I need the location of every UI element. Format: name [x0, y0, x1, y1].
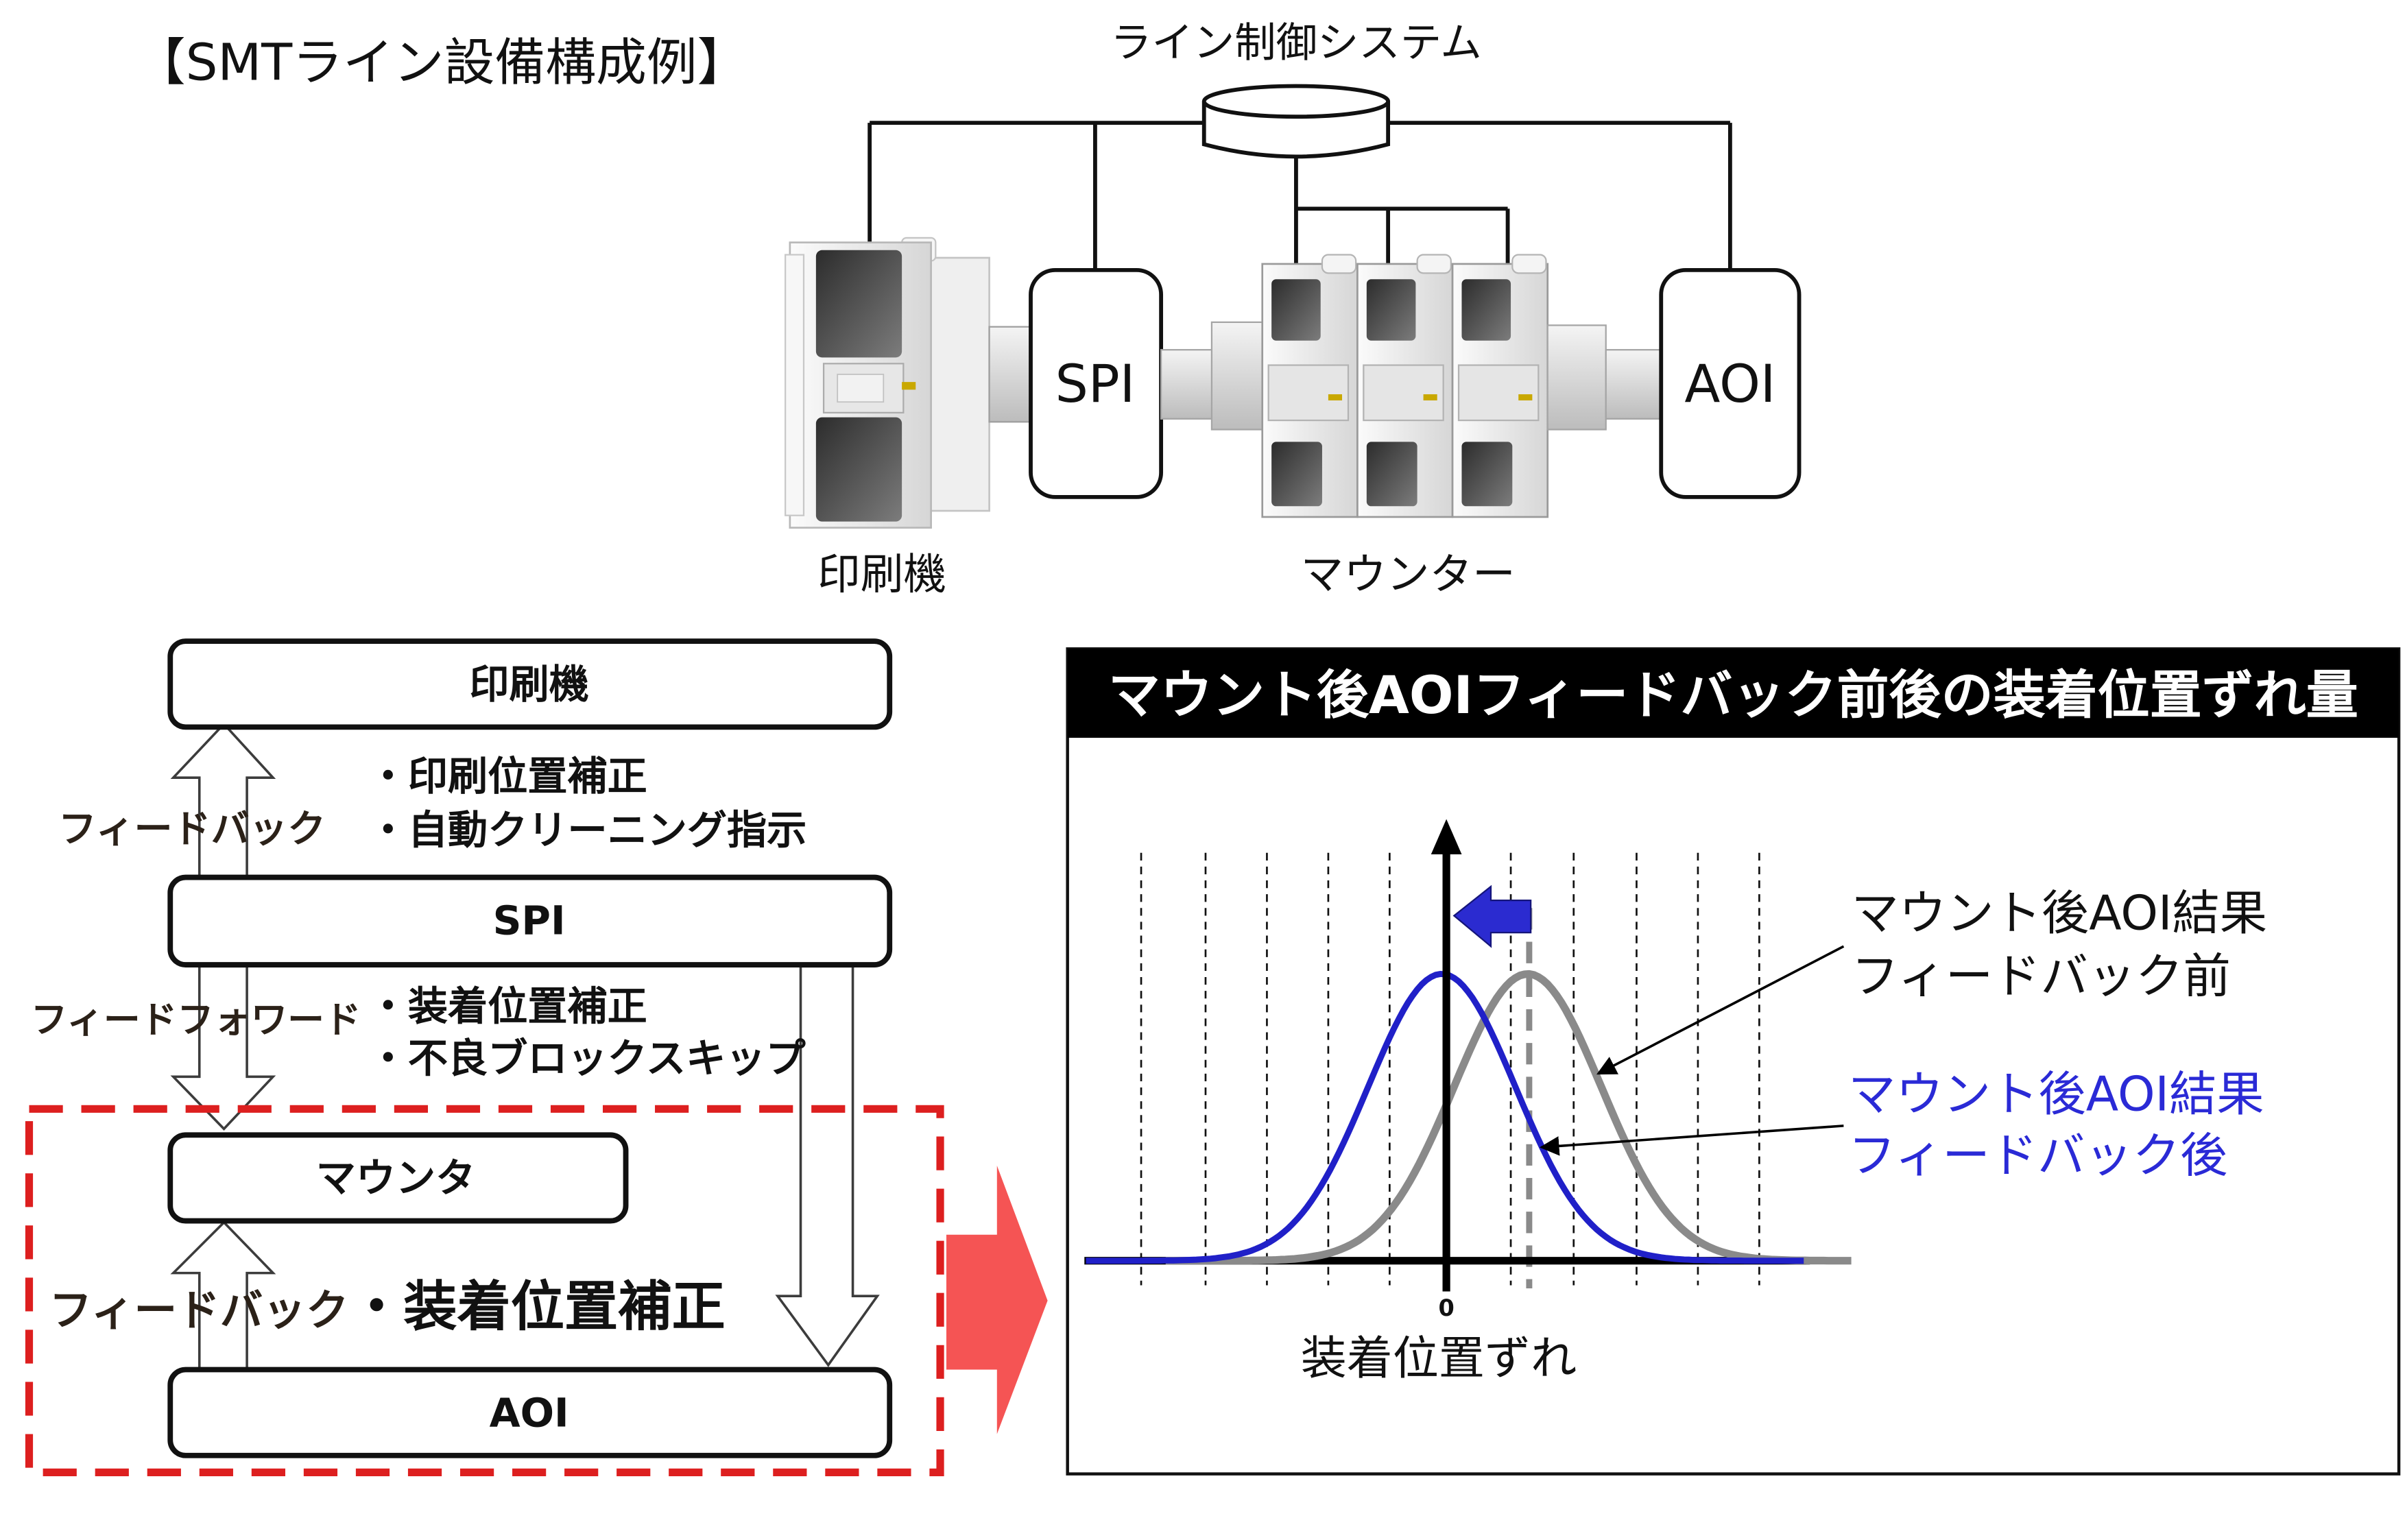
link-item-emphasized: ・装着位置補正 — [350, 1276, 726, 1338]
transition-arrow-icon — [946, 1166, 1048, 1434]
chart-panel-title: マウント後AOIフィードバック前後の装着位置ずれ量 — [1108, 664, 2358, 725]
y-axis-arrow-icon — [1431, 819, 1462, 855]
mounter-unit — [1356, 254, 1454, 518]
spi-machine-label: SPI — [1055, 353, 1136, 414]
after-pointer-line — [1539, 1124, 1844, 1156]
aoi-machine-box — [1659, 267, 1802, 499]
mounter-unit — [1261, 254, 1359, 518]
flow-box-printer-label: 印刷機 — [469, 661, 588, 708]
conveyor-mounter-aoi-low — [1605, 349, 1664, 420]
flow-box-aoi-label: AOI — [490, 1389, 569, 1436]
aoi-machine-label: AOI — [1684, 353, 1775, 414]
chart-panel-frame — [1066, 647, 2401, 1476]
flow-box-mounter-label: マウンタ — [316, 1155, 476, 1201]
x-tick-zero: 0 — [1438, 1295, 1454, 1321]
grid-lines — [1140, 852, 1760, 1286]
control-system-label: ライン制御システム — [1110, 19, 1482, 67]
link-label-feedback-printer: フィードバック — [58, 807, 326, 852]
figure-title: 【SMTライン設備構成例】 — [135, 34, 748, 93]
flow-box-spi — [167, 874, 893, 967]
link-item: ・装着位置補正 — [368, 983, 647, 1030]
before-pointer-line — [1596, 945, 1845, 1075]
arrow-left-icon — [1452, 885, 1532, 948]
printer-caption: 印刷機 — [817, 549, 946, 599]
flow-box-mounter — [167, 1132, 629, 1224]
link-label-feedforward: フィードフォワード — [31, 998, 361, 1041]
printer-machine-icon — [785, 237, 990, 529]
line-configuration: ライン制御システム SPI — [785, 19, 1802, 599]
x-axis-label: 装着位置ずれ — [1301, 1332, 1577, 1385]
mounter-caption: マウンター — [1301, 549, 1516, 599]
link-label-feedback-mounter: フィードバック — [49, 1286, 349, 1336]
process-flow: 印刷機 SPI マウンタ AOI フィードバック ・印刷位置補正 ・自動クリーニ… — [25, 638, 944, 1476]
link-item: ・印刷位置補正 — [368, 753, 647, 799]
before-label-line1: マウント後AOI結果 — [1852, 887, 2268, 941]
flow-box-printer — [167, 638, 893, 730]
conveyor-mounter-aoi-high — [1546, 324, 1607, 431]
database-icon — [1201, 84, 1391, 159]
after-label-line1: マウント後AOI結果 — [1848, 1068, 2264, 1122]
link-item: ・不良ブロックスキップ — [368, 1035, 806, 1082]
flow-box-aoi — [167, 1367, 893, 1458]
chart-panel-header — [1067, 649, 2400, 738]
before-feedback-curve — [1165, 970, 1852, 1265]
conveyor-spi-mounter-low — [1160, 349, 1216, 420]
after-label-line2: フィードバック後 — [1848, 1129, 2227, 1183]
mounter-unit — [1451, 254, 1549, 518]
before-label-line2: フィードバック前 — [1852, 949, 2231, 1004]
mounter-connection-line — [1294, 153, 1510, 267]
deviation-chart-panel: マウント後AOIフィードバック前後の装着位置ずれ量 0 装着位置ずれ マウント後… — [1066, 647, 2401, 1476]
conveyor-printer-spi — [988, 326, 1033, 423]
inspection-arrow-spi-to-aoi — [775, 965, 880, 1367]
flow-box-spi-label: SPI — [493, 897, 566, 943]
feedforward-arrow-spi-to-mounter — [170, 965, 276, 1131]
link-item: ・自動クリーニング指示 — [368, 806, 807, 853]
focus-frame — [25, 1105, 944, 1476]
conveyor-spi-mounter-high — [1210, 321, 1267, 431]
